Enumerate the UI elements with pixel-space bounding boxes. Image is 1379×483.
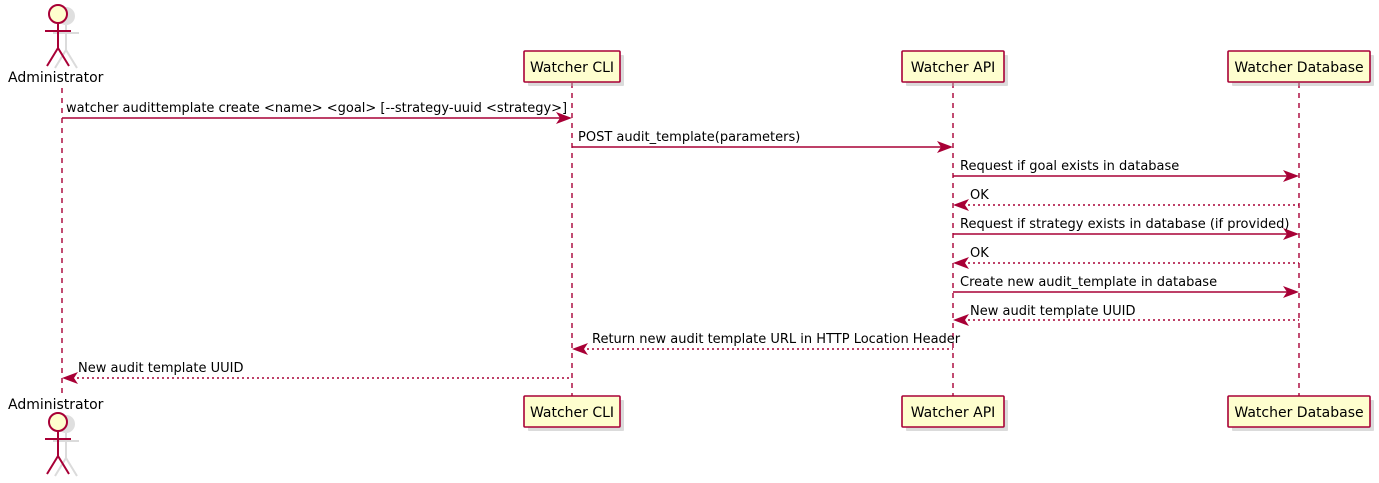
arrow-head-right-icon (556, 112, 572, 124)
message-7[interactable]: New audit template UUID (953, 304, 1299, 326)
message-label-8: Return new audit template URL in HTTP Lo… (592, 332, 961, 347)
participant-watcher-cli-bottom[interactable]: Watcher CLI (523, 395, 624, 431)
participant-box[interactable] (523, 50, 621, 83)
participant-watcher-cli-top[interactable]: Watcher CLI (523, 50, 624, 86)
actor-label-administrator-bottom: Administrator (8, 397, 104, 413)
message-label-0: watcher audittemplate create <name> <goa… (66, 101, 567, 116)
message-label-7: New audit template UUID (970, 304, 1135, 319)
message-4[interactable]: Request if strategy exists in database (… (953, 217, 1299, 240)
participant-watcher-database-top[interactable]: Watcher Database (1227, 50, 1374, 86)
participant-box[interactable] (901, 50, 1005, 83)
message-label-9: New audit template UUID (78, 361, 243, 376)
message-label-6: Create new audit_template in database (960, 275, 1217, 290)
message-2[interactable]: Request if goal exists in database (953, 159, 1299, 182)
actor-body-icon (45, 431, 71, 475)
arrow-head-right-icon (1283, 286, 1299, 298)
message-label-3: OK (970, 188, 989, 203)
arrow-head-right-icon (937, 141, 953, 153)
arrow-head-left-icon (953, 257, 969, 269)
participant-label-watcher-api-top: Watcher API (911, 60, 996, 76)
participant-watcher-database-bottom[interactable]: Watcher Database (1227, 395, 1374, 431)
message-8[interactable]: Return new audit template URL in HTTP Lo… (572, 332, 961, 355)
actor-head-icon (48, 4, 68, 24)
participant-watcher-api-top[interactable]: Watcher API (901, 50, 1008, 86)
message-label-5: OK (970, 246, 989, 261)
message-6[interactable]: Create new audit_template in database (953, 275, 1299, 298)
arrow-head-left-icon (953, 199, 969, 211)
actor-head-icon (48, 412, 68, 432)
message-0[interactable]: watcher audittemplate create <name> <goa… (62, 101, 572, 124)
arrow-head-left-icon (953, 314, 969, 326)
actor-administrator-bottom[interactable]: Administrator (8, 397, 104, 477)
arrow-head-right-icon (1283, 170, 1299, 182)
participant-label-watcher-api-bottom: Watcher API (911, 405, 996, 421)
arrow-head-left-icon (62, 372, 78, 384)
participant-label-watcher-cli-bottom: Watcher CLI (530, 405, 614, 421)
participant-watcher-api-bottom[interactable]: Watcher API (901, 395, 1008, 431)
message-9[interactable]: New audit template UUID (62, 361, 572, 384)
message-5[interactable]: OK (953, 246, 1299, 269)
lifelines-group (61, 83, 1300, 396)
participant-box[interactable] (1227, 395, 1371, 428)
participant-label-watcher-database-top: Watcher Database (1234, 60, 1363, 76)
participant-box[interactable] (523, 395, 621, 428)
participant-label-watcher-database-bottom: Watcher Database (1234, 405, 1363, 421)
participant-box[interactable] (901, 395, 1005, 428)
arrow-head-left-icon (572, 343, 588, 355)
actor-administrator-top[interactable]: Administrator (8, 4, 104, 86)
message-1[interactable]: POST audit_template(parameters) (572, 130, 953, 153)
message-label-2: Request if goal exists in database (960, 159, 1179, 174)
message-3[interactable]: OK (953, 188, 1299, 211)
participant-label-watcher-cli-top: Watcher CLI (530, 60, 614, 76)
arrow-head-right-icon (1283, 228, 1299, 240)
message-label-4: Request if strategy exists in database (… (960, 217, 1289, 232)
participant-box[interactable] (1227, 50, 1371, 83)
message-label-1: POST audit_template(parameters) (578, 130, 800, 145)
actor-label-administrator-top: Administrator (8, 70, 104, 86)
actor-body-icon (45, 23, 71, 67)
